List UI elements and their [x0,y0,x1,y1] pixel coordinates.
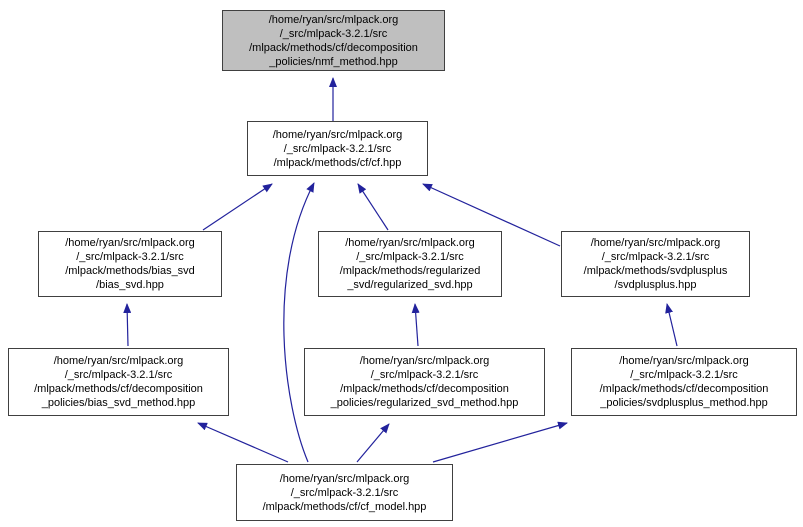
node-label-line: /_src/mlpack-3.2.1/src [279,27,388,40]
node-label-line: /mlpack/methods/cf/cf_model.hpp [262,500,427,513]
node-label-line: _policies/bias_svd_method.hpp [41,397,196,409]
edge-svdplusplus-to-cf [422,183,561,247]
node-label-line: /home/ryan/src/mlpack.org [268,13,399,26]
node-label-line: /_src/mlpack-3.2.1/src [283,142,392,155]
node-bias-svd-hpp[interactable]: /home/ryan/src/mlpack.org /_src/mlpack-3… [38,231,222,297]
edge-cf-model-to-bias-svd-method [197,422,289,463]
node-label-line: /mlpack/methods/cf/cf.hpp [273,156,402,169]
node-label-line: _policies/regularized_svd_method.hpp [330,397,519,409]
node-label-line: /_src/mlpack-3.2.1/src [370,369,479,381]
edge-cf-model-to-cf [283,182,315,463]
node-label-line: /_src/mlpack-3.2.1/src [601,251,710,263]
edge-cf-model-to-svdplusplus-method [432,421,568,463]
node-label-line: /home/ryan/src/mlpack.org [53,355,184,367]
node-label-line: /mlpack/methods/svdplusplus [583,265,728,277]
edge-regularized-svd-to-cf [357,183,389,231]
node-label-line: /mlpack/methods/bias_svd [65,265,195,277]
node-svdplusplus-hpp[interactable]: /home/ryan/src/mlpack.org /_src/mlpack-3… [561,231,750,297]
node-cf-model-hpp[interactable]: /home/ryan/src/mlpack.org /_src/mlpack-3… [236,464,453,521]
node-regularized-svd-method-hpp[interactable]: /home/ryan/src/mlpack.org /_src/mlpack-3… [304,348,545,416]
edge-bias-svd-method-to-bias-svd [123,303,132,347]
node-label-line: /svdplusplus.hpp [614,279,697,291]
edge-cf-model-to-regularized-svd-method [356,423,390,463]
node-label-line: /home/ryan/src/mlpack.org [272,128,403,141]
node-label-line: /_src/mlpack-3.2.1/src [64,369,173,381]
node-svdplusplus-method-hpp[interactable]: /home/ryan/src/mlpack.org /_src/mlpack-3… [571,348,797,416]
node-cf-hpp[interactable]: /home/ryan/src/mlpack.org /_src/mlpack-3… [247,121,428,176]
node-label-line: /mlpack/methods/regularized [339,265,481,277]
node-label-line: /home/ryan/src/mlpack.org [590,237,721,249]
node-label-line: /mlpack/methods/cf/decomposition [599,383,769,395]
node-nmf-method-hpp[interactable]: /home/ryan/src/mlpack.org /_src/mlpack-3… [222,10,445,71]
node-label-line: /_src/mlpack-3.2.1/src [76,251,184,263]
node-label-line: /home/ryan/src/mlpack.org [619,355,749,367]
node-label-line: /mlpack/methods/cf/decomposition [340,383,509,395]
node-label-line: _svd/regularized_svd.hpp [347,279,473,291]
node-label-line: /home/ryan/src/mlpack.org [279,472,410,485]
node-label-line: /_src/mlpack-3.2.1/src [356,251,464,263]
node-label-line: /home/ryan/src/mlpack.org [359,355,490,367]
node-label-line: /mlpack/methods/cf/decomposition [34,383,203,395]
node-label-line: _policies/nmf_method.hpp [269,55,398,68]
edge-regularized-svd-method-to-regularized-svd [411,303,420,347]
node-label-line: /_src/mlpack-3.2.1/src [630,369,738,381]
node-label-line: _policies/svdplusplus_method.hpp [600,397,768,409]
node-label-line: /_src/mlpack-3.2.1/src [290,486,399,499]
node-label-line: /home/ryan/src/mlpack.org [345,237,475,249]
node-bias-svd-method-hpp[interactable]: /home/ryan/src/mlpack.org /_src/mlpack-3… [8,348,229,416]
node-label-line: /home/ryan/src/mlpack.org [65,237,195,249]
node-label-line: /bias_svd.hpp [96,279,164,291]
edge-bias-svd-to-cf [202,183,273,231]
node-regularized-svd-hpp[interactable]: /home/ryan/src/mlpack.org /_src/mlpack-3… [318,231,502,297]
node-label-line: /mlpack/methods/cf/decomposition [249,41,418,54]
edge-svdplusplus-method-to-svdplusplus [665,303,678,347]
